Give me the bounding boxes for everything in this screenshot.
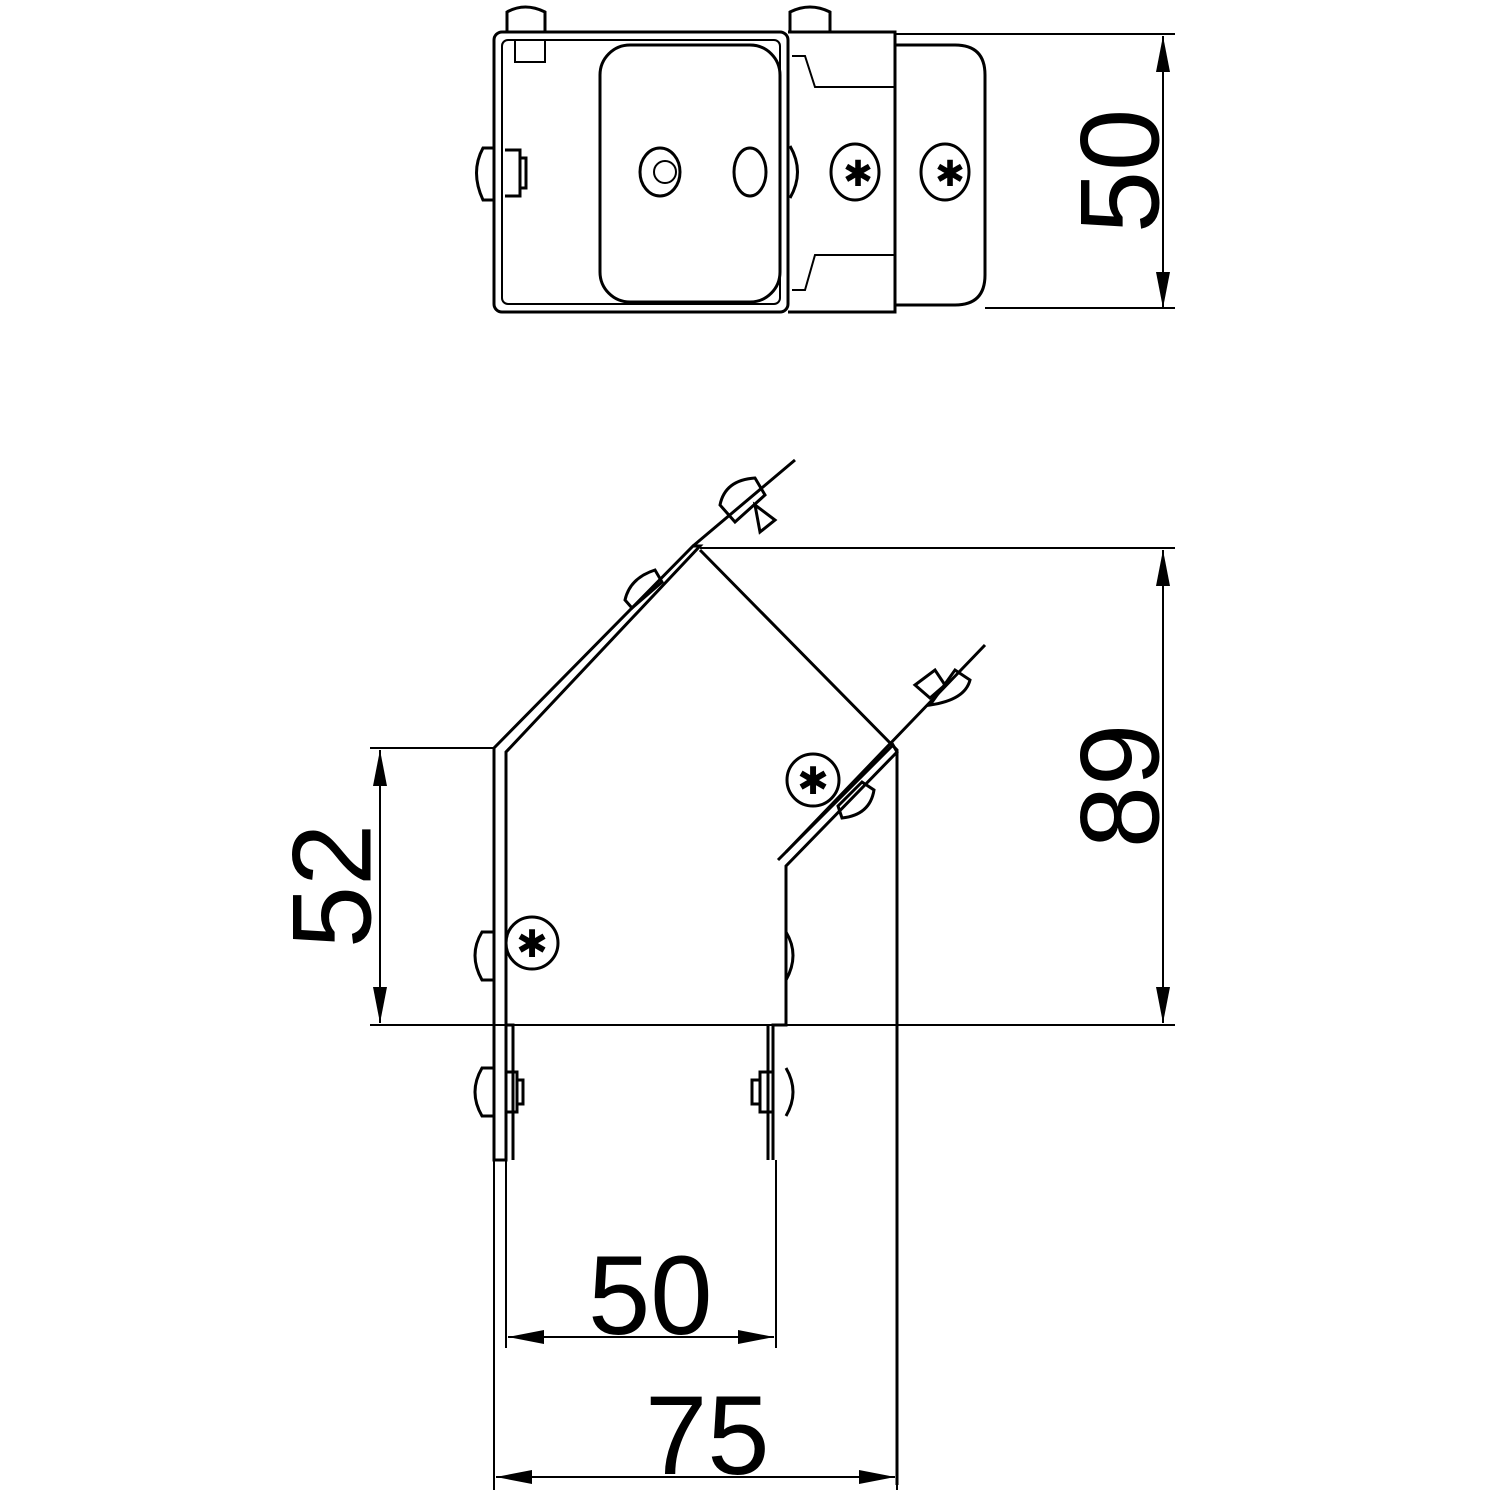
screw-cross-icon: ✱ (797, 759, 829, 803)
screw-cross-icon: ✱ (843, 154, 873, 195)
screw-cross-icon: ✱ (516, 922, 548, 966)
dimension-straight-height-label: 52 (269, 823, 395, 949)
top-view: ✱ ✱ (475, 5, 1175, 314)
dimension-inner-width-label: 50 (588, 1233, 713, 1358)
side-view: ✱ ✱ (370, 458, 1175, 1490)
dimension-top-width-label: 50 (1057, 108, 1183, 234)
screw-cross-icon: ✱ (935, 154, 965, 195)
dimension-total-height-label: 89 (1057, 723, 1183, 849)
dimension-outer-width-label: 75 (645, 1373, 770, 1498)
